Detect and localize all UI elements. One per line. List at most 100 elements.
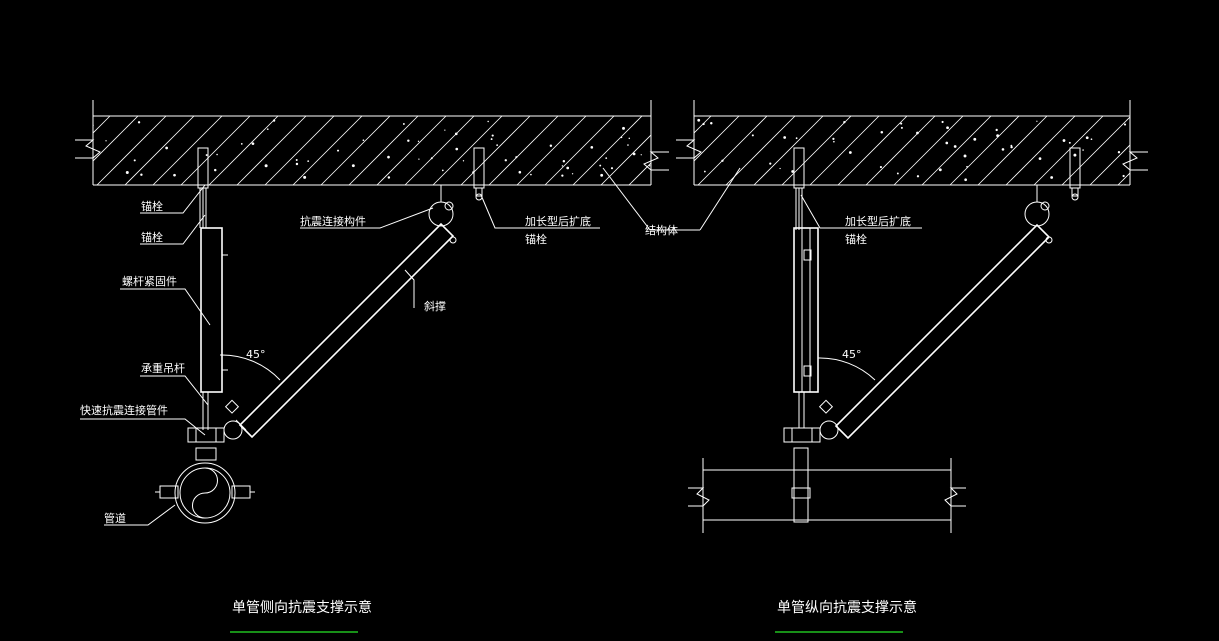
concrete-speck [843,120,846,124]
concrete-speck [105,140,107,142]
concrete-speck [879,165,883,169]
hatch-line [180,116,251,185]
hatch-line [921,116,992,185]
hatch-line [93,116,111,134]
concrete-speck [1050,176,1054,179]
concrete-speck [1062,139,1066,142]
hatch-line [949,116,1020,185]
concrete-speck [751,134,754,137]
concrete-speck [430,157,433,160]
label-angle-left: 45° [246,348,266,361]
label-quick-connector: 快速抗震连接管件 [80,403,168,417]
label-pipe: 管道 [104,511,126,525]
concrete-speck [266,128,269,131]
hatch-line [1146,116,1215,185]
concrete-speck [941,120,944,124]
concrete-speck [953,145,957,148]
concrete-speck [610,167,614,170]
concrete-speck [703,170,706,173]
concrete-speck [418,158,420,160]
concrete-speck [561,174,564,177]
concrete-speck [620,136,623,139]
concrete-speck [491,134,494,137]
screw-fastener-sleeve [200,227,223,393]
concrete-speck [295,158,298,161]
concrete-speck [518,170,522,174]
concrete-speck [769,162,772,165]
concrete-speck [880,130,884,134]
label-right-expansion-anchor-2: 锚栓 [845,232,867,246]
concrete-speck [417,140,420,143]
concrete-speck [125,171,129,174]
concrete-speck [1068,141,1071,144]
concrete-speck [945,141,949,145]
hatch-line [1117,172,1130,185]
concrete-speck [627,144,629,146]
label-hanger-rod: 承重吊杆 [141,361,185,375]
concrete-speck [783,136,787,139]
left-diagonal-brace [223,185,457,440]
quick-connector-block [187,427,225,443]
concrete-speck [966,165,968,168]
right-longitudinal-brace-view: 加长型后扩底 锚栓 45° 单管纵向抗震支撑示意 [676,100,1215,633]
concrete-speck [697,118,701,122]
label-screw-fastener: 螺杆紧固件 [122,274,177,288]
concrete-speck [549,144,553,148]
right-diagonal-brace [818,185,1053,440]
concrete-speck [833,140,835,143]
label-seismic-connector: 抗震连接构件 [300,214,366,228]
label-right-expansion-anchor-1: 加长型后扩底 [845,214,911,228]
concrete-speck [1038,157,1042,161]
right-concrete-slab [676,100,1215,186]
hatch-line [600,134,651,185]
concrete-speck [571,173,574,175]
concrete-speck [1082,149,1084,151]
concrete-speck [791,170,795,173]
right-expansion-anchor [1069,147,1081,201]
label-anchor-bolt-1: 锚栓 [141,199,163,213]
concrete-speck [964,178,967,182]
concrete-speck [165,146,168,150]
hatch-line [348,116,419,185]
concrete-speck [444,129,446,131]
concrete-speck [632,152,636,156]
concrete-speck [133,159,136,162]
right-pipe-side-view [688,458,966,533]
concrete-speck [407,139,410,142]
concrete-speck [402,123,405,125]
hatch-line [809,116,880,185]
right-angle-arc [817,357,876,381]
hatch-line [264,116,335,185]
label-angle-right: 45° [842,348,862,361]
concrete-speck [900,122,903,125]
concrete-speck [996,134,1000,138]
concrete-speck [1010,145,1013,149]
label-brace: 斜撑 [424,299,446,313]
concrete-speck [963,154,967,158]
concrete-speck [600,173,604,177]
left-leader-lines [80,167,741,526]
concrete-speck [387,155,390,159]
hatch-line [208,116,279,185]
concrete-speck [848,151,852,154]
hatch-line [893,116,964,185]
hatch-line [781,116,852,185]
label-structure: 结构体 [645,223,678,237]
left-concrete-slab [75,100,669,186]
concrete-speck [1001,148,1005,151]
concrete-speck [916,131,919,135]
concrete-speck [515,156,518,159]
concrete-speck [561,165,564,167]
concrete-speck [622,126,625,130]
hatch-line [837,116,908,185]
hatch-line [865,116,936,185]
hatch-line [292,116,363,185]
concrete-speck [504,159,507,162]
concrete-speck [995,128,998,132]
hatch-line [488,116,559,185]
concrete-speck [710,121,713,125]
concrete-speck [462,160,465,162]
concrete-speck [93,124,94,126]
hatch-line [1033,116,1104,185]
